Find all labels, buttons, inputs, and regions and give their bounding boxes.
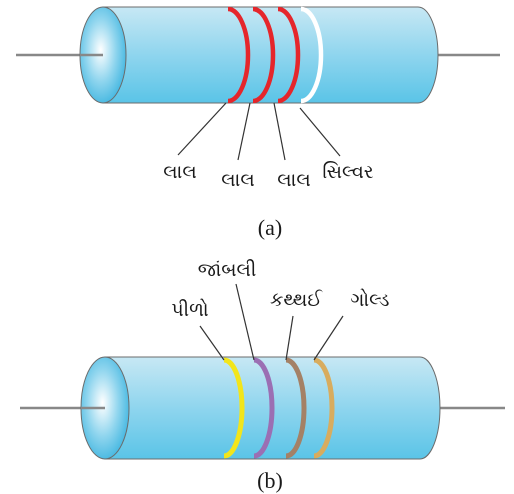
caption-b: (b): [257, 468, 283, 493]
band-a-1: [227, 6, 251, 104]
band-b-3-label: કથ્થઈ: [270, 289, 323, 311]
band-a-2: [252, 6, 276, 104]
band-a-3: [277, 6, 301, 104]
resistor-b: પીળો જાંબલી કથ્થઈ ગોલ્ડ (b): [20, 259, 505, 493]
band-b-2-label: જાંબલી: [198, 259, 257, 281]
band-a-4-label: સિલ્વર: [322, 161, 373, 183]
band-b-1-label: પીળો: [171, 299, 208, 321]
pointer-b-3: [285, 315, 294, 361]
band-b-3: [285, 357, 307, 459]
band-b-4-label: ગોલ્ડ: [351, 289, 390, 311]
pointer-a-3: [273, 102, 286, 161]
band-b-4: [313, 357, 335, 459]
caption-a: (a): [258, 215, 282, 240]
band-b-2: [253, 357, 275, 459]
pointer-a-4: [299, 107, 341, 157]
pointer-b-4: [313, 315, 344, 361]
pointer-b-2: [235, 283, 255, 361]
pointer-a-1: [177, 102, 227, 156]
band-b-1: [223, 357, 245, 459]
band-a-3-label: લાલ: [277, 169, 310, 191]
resistor-body-a: [102, 6, 439, 104]
band-a-2-label: લાલ: [221, 169, 254, 191]
pointer-b-1: [199, 325, 225, 361]
resistor-a: લાલ લાલ લાલ સિલ્વર (a): [16, 6, 500, 240]
band-a-4: [300, 6, 324, 104]
band-a-1-label: લાલ: [163, 161, 196, 183]
pointer-a-2: [237, 102, 251, 161]
